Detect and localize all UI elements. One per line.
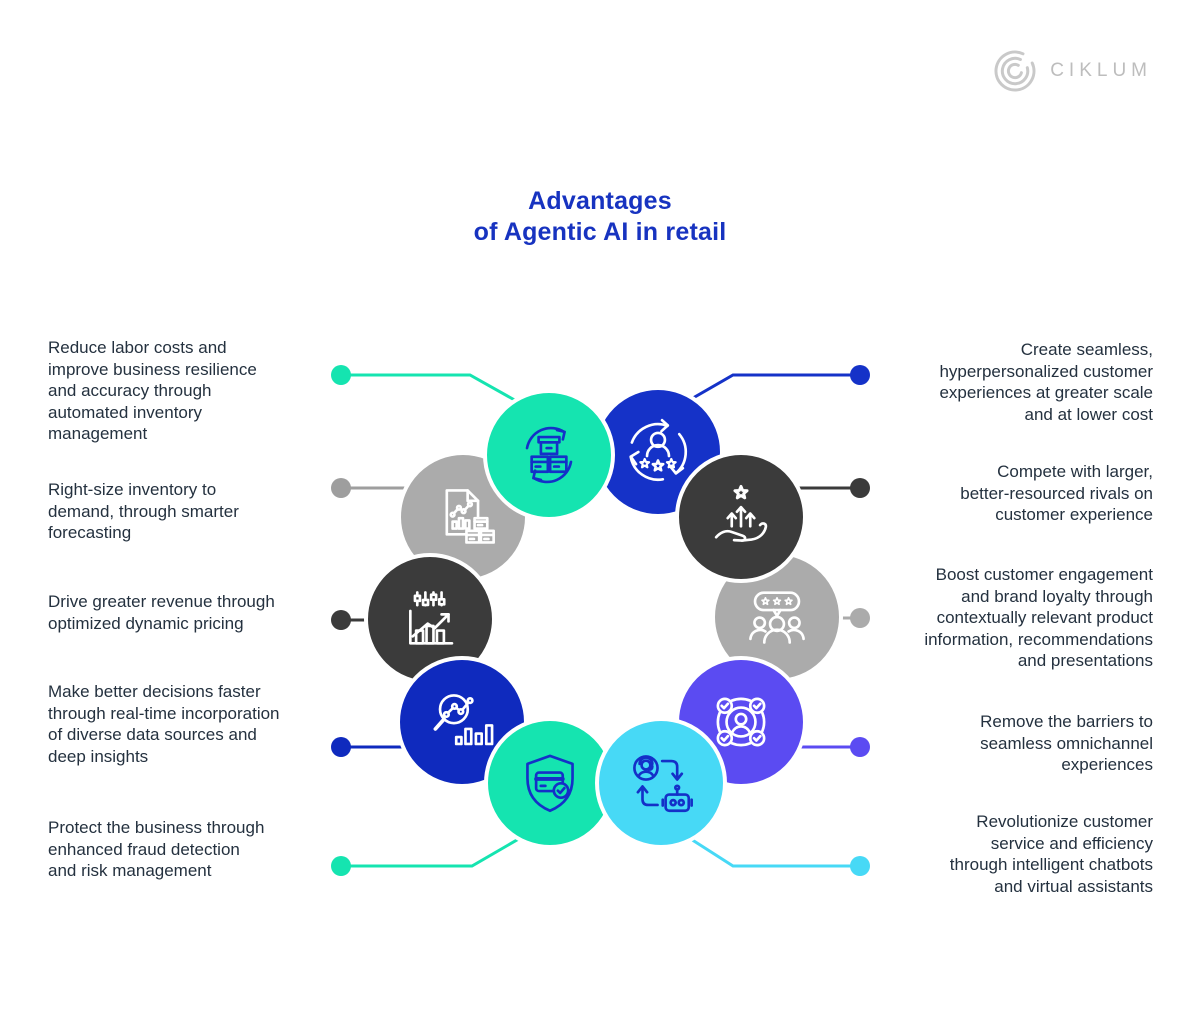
benefit-text-fraud: Protect the business through enhanced fr… bbox=[48, 818, 265, 880]
benefit-text-forecast: Right-size inventory to demand, through … bbox=[48, 480, 239, 542]
connector-dot bbox=[331, 478, 351, 498]
ciklum-logo-icon bbox=[994, 50, 1036, 92]
page-title: Advantages of Agentic AI in retail bbox=[473, 187, 727, 246]
pricing-chart-icon bbox=[409, 591, 454, 645]
agent-bot-handoff-icon bbox=[633, 755, 693, 813]
inventory-cycle-icon bbox=[525, 426, 573, 484]
magnifier-analytics-icon bbox=[433, 694, 494, 746]
hand-growth-star-icon bbox=[714, 484, 768, 542]
connector-dot bbox=[850, 737, 870, 757]
review-audience-icon bbox=[749, 591, 805, 644]
brand-name: CIKLUM bbox=[1050, 60, 1152, 81]
connector-dot bbox=[850, 608, 870, 628]
benefit-text-pricing: Drive greater revenue through optimized … bbox=[48, 592, 275, 633]
brand-lockup: CIKLUM bbox=[992, 48, 1152, 94]
benefit-text-insights: Make better decisions faster through rea… bbox=[48, 682, 280, 766]
circle-chatbots bbox=[595, 717, 727, 849]
shield-card-check-icon bbox=[526, 754, 574, 813]
customer-loyalty-cycle-icon bbox=[629, 418, 688, 482]
circle-fraud-protection bbox=[484, 717, 616, 849]
benefit-text-inventory: Reduce labor costs and improve business … bbox=[48, 338, 257, 443]
connector-dot bbox=[331, 365, 351, 385]
circle-rival-competition bbox=[675, 451, 807, 583]
connector-dot bbox=[850, 478, 870, 498]
benefit-text-chatbots: Revolutionize customer service and effic… bbox=[949, 812, 1153, 896]
forecast-document-icon bbox=[445, 489, 495, 544]
connector-dot bbox=[850, 856, 870, 876]
connector-dot bbox=[331, 737, 351, 757]
connector-dot bbox=[331, 856, 351, 876]
connector-dot bbox=[331, 610, 351, 630]
benefit-text-compete: Compete with larger, better-resourced ri… bbox=[960, 462, 1153, 524]
omnichannel-user-icon bbox=[716, 697, 766, 747]
benefit-text-engagement: Boost customer engagement and brand loya… bbox=[924, 565, 1153, 670]
benefit-text-personalization: Create seamless, hyperpersonalized custo… bbox=[939, 340, 1153, 424]
circle-inventory-automation bbox=[483, 389, 615, 521]
connector-dot bbox=[850, 365, 870, 385]
benefit-text-omnichannel: Remove the barriers to seamless omnichan… bbox=[980, 712, 1153, 774]
